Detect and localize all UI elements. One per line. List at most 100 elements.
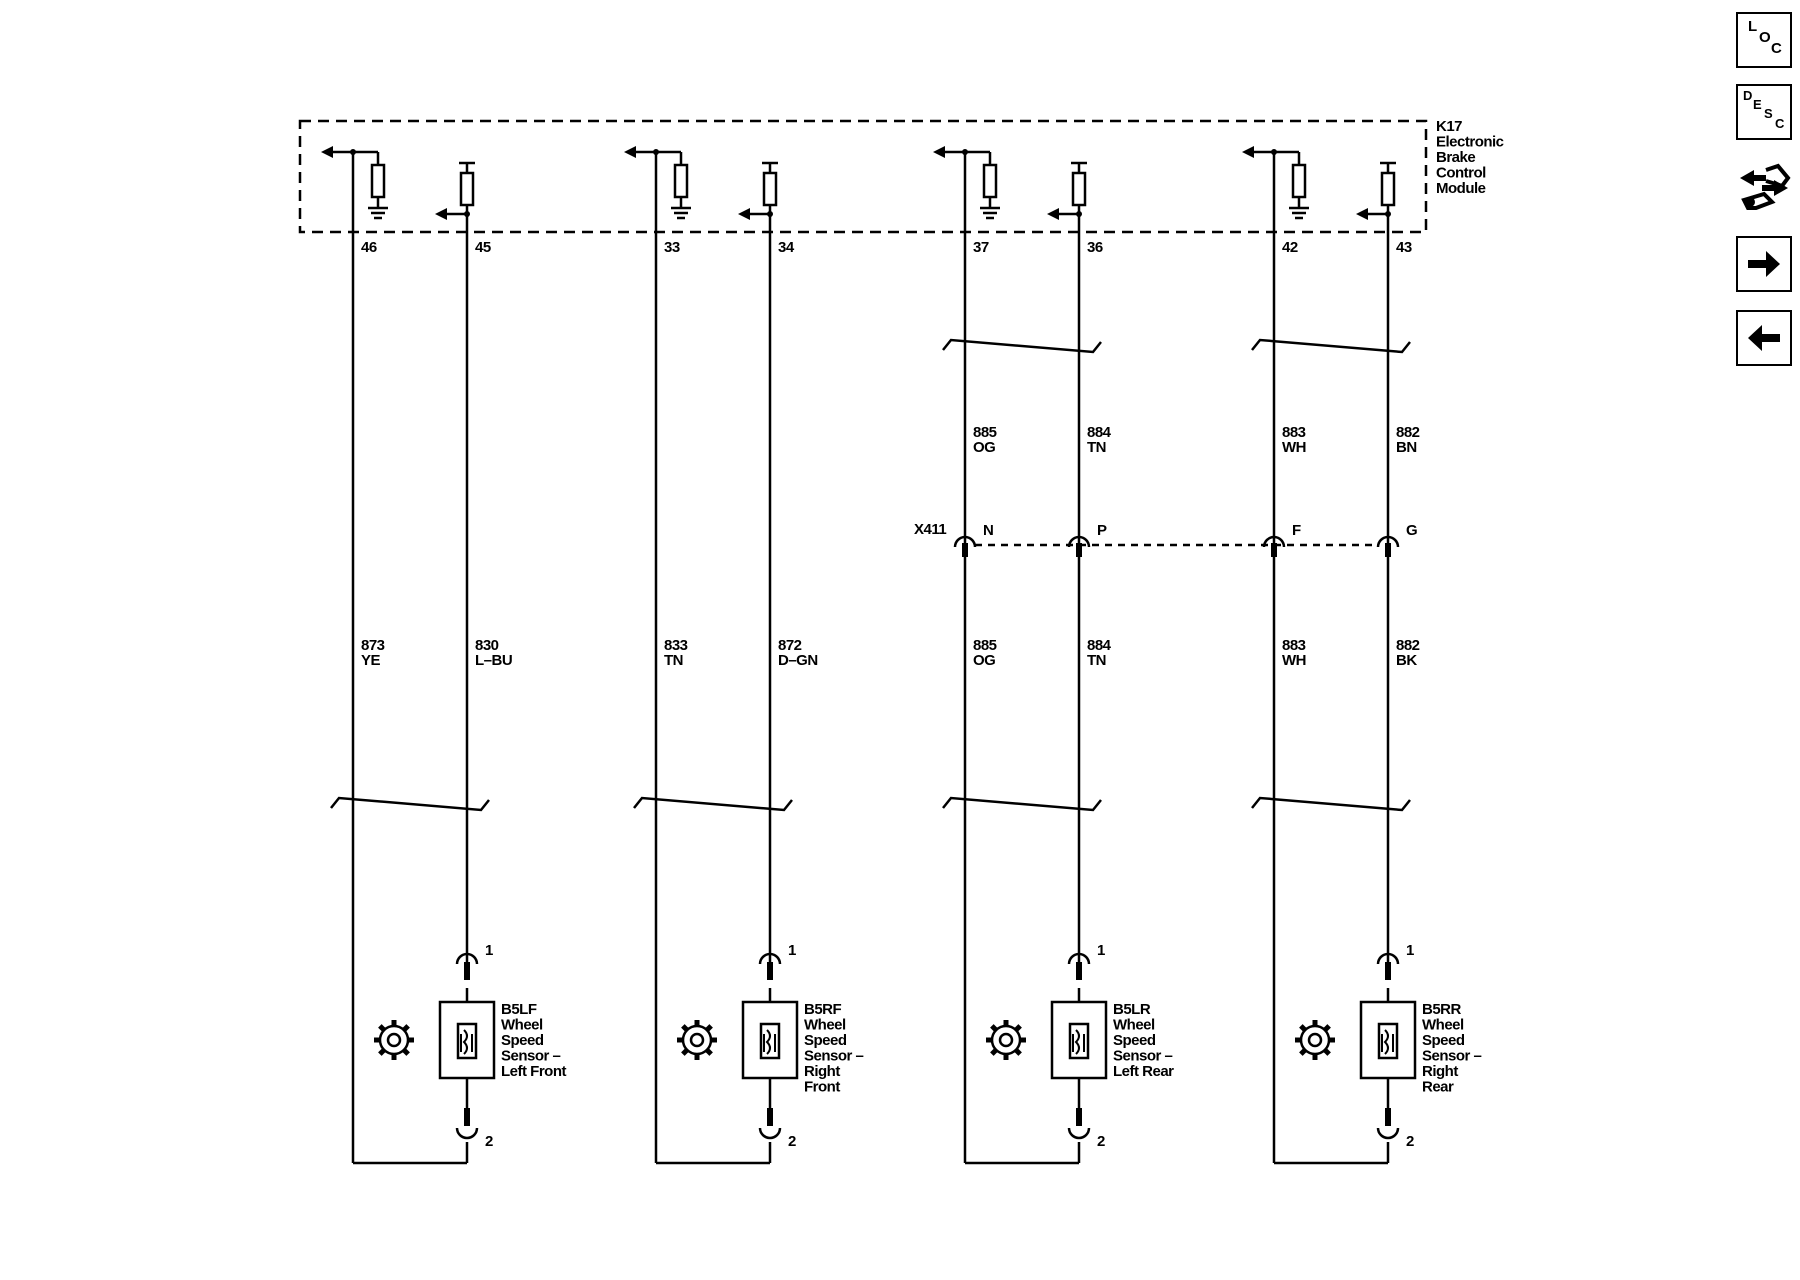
sensor-name-line: Speed [1422,1032,1465,1049]
gear-icon [677,1020,717,1060]
module-title-line: Brake [1436,149,1475,166]
resistor [370,163,386,199]
sensor-connector-pin-bottom [1076,1108,1082,1126]
lower-low-circuit: 872 [778,637,802,654]
ecu-pin-low: 45 [475,239,491,256]
lower-signal-circuit: 883 [1282,637,1306,654]
sensor-connector-arc-bottom [1376,1127,1400,1140]
sensor-pin-top: 1 [1097,942,1105,959]
gear-hub [1307,1032,1323,1048]
sensor-coil [1383,1029,1389,1055]
wire-break-mark [1251,338,1411,354]
ecu-pin-low: 36 [1087,239,1103,256]
lower-low-circuit: 884 [1087,637,1112,654]
sensor-connector-arc-bottom [758,1127,782,1140]
wire-break-mark [1251,796,1411,812]
lower-signal-color: YE [361,652,381,669]
wire-break-mark [633,796,793,812]
lower-low-color: BK [1396,652,1417,669]
sensor-connector-pin-top [767,962,773,980]
component-connector-button[interactable] [1736,160,1792,216]
description-button[interactable]: D E S C [1736,84,1792,140]
low-ref-arrow-head [1356,208,1368,220]
ecu-pin-low: 43 [1396,239,1412,256]
upper-low-color: BN [1396,439,1417,456]
sensor-connector-pin-top [1076,962,1082,980]
sensor-connector-arc-top [455,952,479,965]
sensor-connector-pin-bottom [767,1108,773,1126]
sensor-connector-arc-top [758,952,782,965]
connector-cavity-label: N [983,522,993,539]
desc-letter-c: C [1775,116,1785,131]
sensor-name-line: B5LR [1113,1001,1151,1018]
module-title-line: K17 [1436,118,1462,135]
sensor-name-line: Left Front [501,1063,566,1080]
sensor-name-line: Right [1422,1063,1458,1080]
sensor-connector-pin-bottom [464,1108,470,1126]
upper-signal-color: WH [1282,439,1306,456]
ecu-pin-signal: 37 [973,239,989,256]
resistor [459,171,475,207]
desc-letter-s: S [1764,106,1773,121]
sensor-pin-bottom: 2 [485,1133,493,1150]
upper-low-circuit: 884 [1087,424,1112,441]
gear-icon [986,1020,1026,1060]
arrow-right-icon [1748,251,1780,277]
resistor [762,171,778,207]
gear-icon [1295,1020,1335,1060]
connector-cavity-label: G [1406,522,1417,539]
resistor [673,163,689,199]
connector-cavity-label: F [1292,522,1301,539]
lower-low-color: TN [1087,652,1106,669]
sensor-coil [1074,1029,1080,1055]
upper-signal-circuit: 885 [973,424,997,441]
low-ref-arrow-head [738,208,750,220]
gear-hub [386,1032,402,1048]
sensor-coil-leads [1072,1034,1085,1052]
wire-break-mark [942,338,1102,354]
sensor-name-line: Right [804,1063,840,1080]
upper-low-circuit: 882 [1396,424,1420,441]
sensor-connector-arc-bottom [455,1127,479,1140]
lower-signal-circuit: 885 [973,637,997,654]
signal-arrow-head [1242,146,1254,158]
sensor-name-line: B5RR [1422,1001,1462,1018]
sensor-name-line: Speed [804,1032,847,1049]
module-title-line: Module [1436,180,1486,197]
sensor-pin-bottom: 2 [1406,1133,1414,1150]
sensor-name-line: Rear [1422,1079,1454,1096]
gear-hub [689,1032,705,1048]
sensor-name-line: Sensor – [1113,1048,1173,1065]
low-ref-arrow-head [435,208,447,220]
sensor-name-line: Wheel [1422,1017,1464,1034]
wire-break-mark [942,796,1102,812]
resistor [982,163,998,199]
sensor-name-line: Front [804,1079,840,1096]
signal-arrow-head [933,146,945,158]
sensor-connector-arc-bottom [1067,1127,1091,1140]
connector-male-pin [1271,543,1277,557]
module-title-line: Control [1436,165,1486,182]
sensor-coil [765,1029,771,1055]
gear-hub [998,1032,1014,1048]
module-title-line: Electronic [1436,134,1504,151]
ecu-pin-low: 34 [778,239,795,256]
lower-low-circuit: 882 [1396,637,1420,654]
lower-low-color: L–BU [475,652,512,669]
upper-signal-circuit: 883 [1282,424,1306,441]
connector-female-arc [1376,535,1400,548]
lower-signal-color: TN [664,652,683,669]
ecu-pin-signal: 33 [664,239,680,256]
sensor-connector-pin-top [1385,962,1391,980]
connector-male-pin [1385,543,1391,557]
connector-female-arc [953,535,977,548]
previous-page-button[interactable] [1736,310,1792,366]
next-page-button[interactable] [1736,236,1792,292]
connector-female-arc [1067,535,1091,548]
location-button[interactable]: L O C [1736,12,1792,68]
sensor-name-line: Left Rear [1113,1063,1174,1080]
sensor-coil-leads [763,1034,776,1052]
